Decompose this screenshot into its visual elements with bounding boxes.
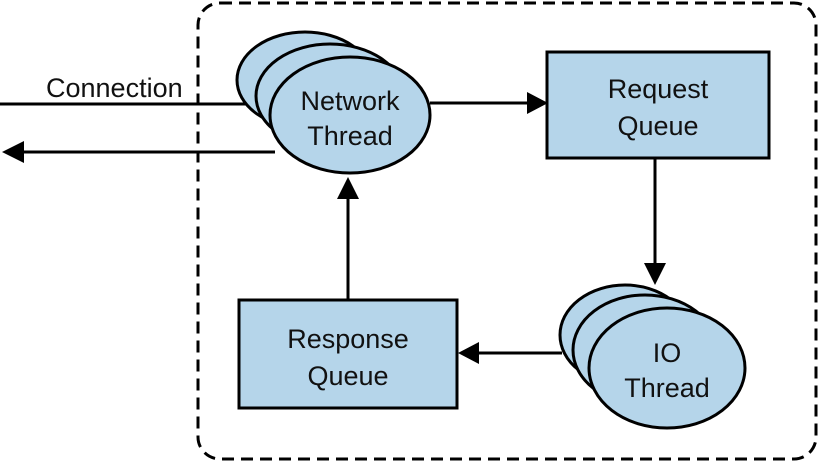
request-queue-box — [545, 50, 771, 160]
io-thread-node: IO Thread — [558, 283, 747, 430]
request-queue-label-line1: Request — [608, 74, 709, 104]
response-queue-node: Response Queue — [237, 298, 459, 410]
io-thread-label-line1: IO — [653, 338, 682, 368]
network-to-request-arrowhead — [527, 92, 548, 114]
response-queue-label-line1: Response — [287, 324, 409, 354]
network-thread-node: Network Thread — [235, 30, 432, 175]
response-queue-box — [237, 298, 459, 410]
network-thread-label-line2: Thread — [307, 121, 393, 151]
io-thread-label-line2: Thread — [624, 373, 710, 403]
request-to-io-arrowhead — [644, 263, 666, 285]
io-thread-ellipse-front — [587, 306, 747, 430]
request-queue-label-line2: Queue — [617, 111, 698, 141]
server-boundary — [196, 1, 818, 461]
connection-label: Connection — [46, 73, 183, 103]
network-thread-ellipse-front — [268, 55, 432, 175]
network-thread-label-line1: Network — [300, 86, 400, 116]
response-to-network-arrowhead — [337, 177, 359, 199]
outgoing-arrowhead — [2, 141, 24, 163]
response-queue-label-line2: Queue — [307, 361, 388, 391]
io-to-response-arrowhead — [458, 342, 479, 364]
request-queue-node: Request Queue — [545, 50, 771, 160]
